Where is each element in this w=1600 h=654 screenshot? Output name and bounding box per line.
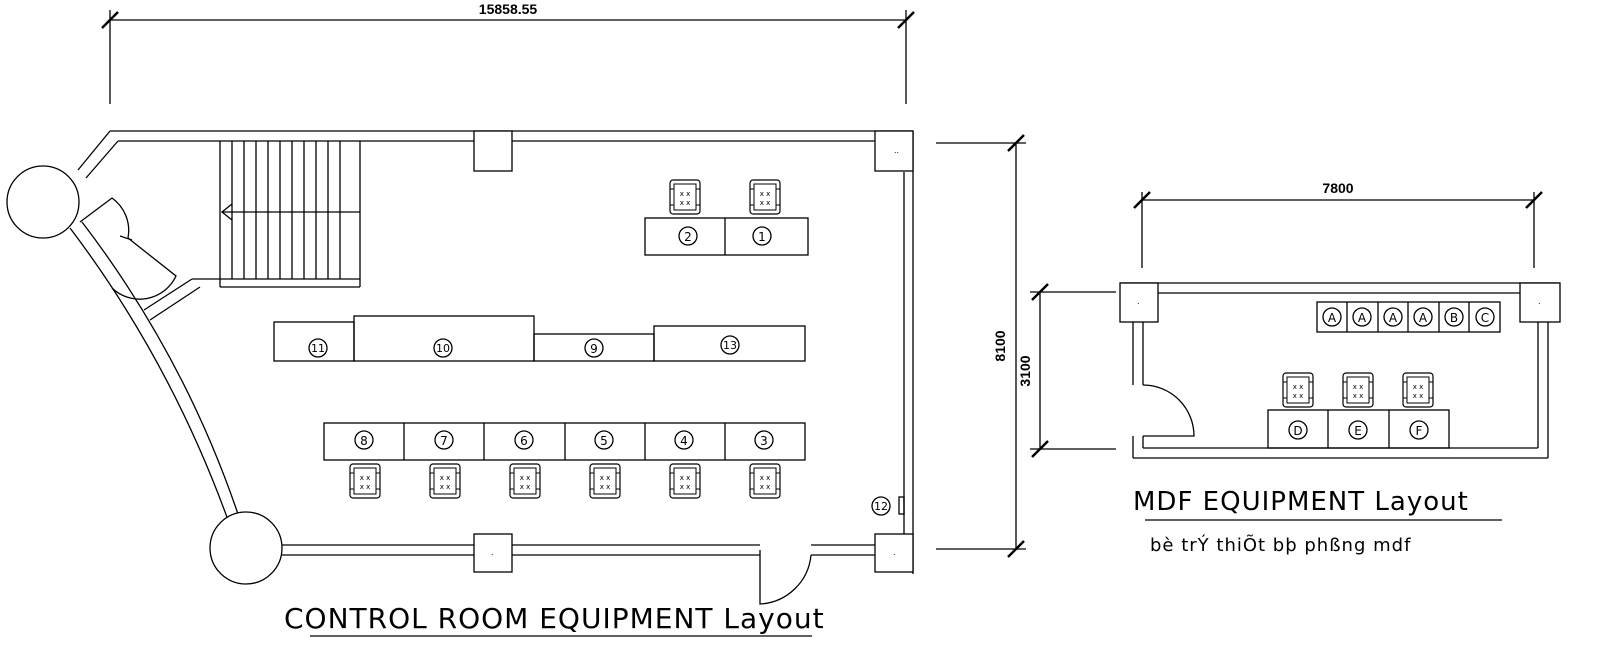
control-room-entrance-door [759, 550, 812, 605]
mdf-room-subtitle: bè trÝ thiÕt bþ phßng mdf [1150, 534, 1411, 556]
svg-text:.: . [1538, 297, 1541, 306]
mdf-door [1142, 384, 1195, 437]
mdf-column-right [1519, 282, 1561, 323]
chair [509, 463, 541, 499]
desk-row-bottom: 8 7 6 5 4 3 [323, 422, 806, 461]
chair [1342, 372, 1374, 408]
chair [1282, 372, 1314, 408]
desk-label: 2 [684, 230, 692, 244]
control-room-height-label: 8100 [992, 330, 1008, 361]
desk-label: 13 [723, 339, 737, 352]
desk-label: 4 [680, 434, 688, 448]
column-square-top-mid [473, 130, 513, 172]
column-square-bottom-right [874, 533, 914, 573]
svg-text:..: .. [894, 146, 899, 155]
column-square-bottom-mid [473, 533, 513, 573]
rack-label: A [1358, 311, 1367, 325]
svg-text:.: . [491, 548, 494, 557]
mdf-top-dimension: 7800 [1133, 180, 1543, 268]
mdf-rack-row: A A A A B C [1316, 301, 1501, 333]
desk-label: 7 [440, 434, 448, 448]
chair [429, 463, 461, 499]
chair [749, 463, 781, 499]
mdf-desk-row: D E F [1267, 409, 1450, 449]
desk-row-middle: 11 10 9 13 [273, 315, 806, 362]
chair [669, 463, 701, 499]
rack-label: A [1389, 311, 1398, 325]
desk-label: 9 [590, 342, 598, 356]
desk-label: 10 [436, 342, 450, 355]
desk-label: 8 [360, 434, 368, 448]
mdf-desk-label: F [1416, 424, 1423, 438]
desk-label: 6 [520, 434, 528, 448]
svg-text:.: . [1137, 297, 1140, 306]
wall-item-12: 12 [871, 496, 905, 516]
west-double-door [79, 197, 177, 300]
column-round-top [6, 165, 80, 239]
control-room-width-label: 15858.55 [479, 1, 538, 17]
rack-label: A [1328, 311, 1337, 325]
rack-label: C [1481, 311, 1489, 325]
mdf-room-walls: . . [1119, 282, 1561, 459]
chair [749, 179, 781, 215]
mdf-column-left [1119, 282, 1159, 323]
mdf-left-dimension: 3100 [1017, 283, 1116, 458]
rack-label: A [1419, 311, 1428, 325]
mdf-desk-label: E [1354, 424, 1362, 438]
chairs-mdf-room [1282, 372, 1434, 408]
chair [589, 463, 621, 499]
control-room-top-dimension: 15858.55 [101, 1, 915, 104]
chair [349, 463, 381, 499]
mdf-height-label: 3100 [1017, 355, 1033, 386]
wall-item-label: 12 [874, 500, 888, 513]
desk-label: 11 [311, 342, 325, 355]
svg-text:.: . [893, 548, 896, 557]
chair [669, 179, 701, 215]
desk-label: 3 [760, 434, 768, 448]
mdf-width-label: 7800 [1322, 180, 1353, 196]
desk-row-top: 2 1 [644, 217, 809, 256]
mdf-desk-label: D [1293, 424, 1302, 438]
column-square-top-right [874, 130, 914, 172]
desk-label: 5 [600, 434, 608, 448]
control-room-right-dimension: 8100 [936, 134, 1026, 558]
chair [1402, 372, 1434, 408]
control-room-title: CONTROL ROOM EQUIPMENT Layout [284, 602, 825, 635]
column-round-bottom [209, 511, 283, 585]
desk-label: 1 [758, 230, 766, 244]
mdf-room-title: MDF EQUIPMENT Layout [1133, 487, 1469, 517]
rack-label: B [1450, 311, 1458, 325]
staircase [143, 141, 361, 321]
